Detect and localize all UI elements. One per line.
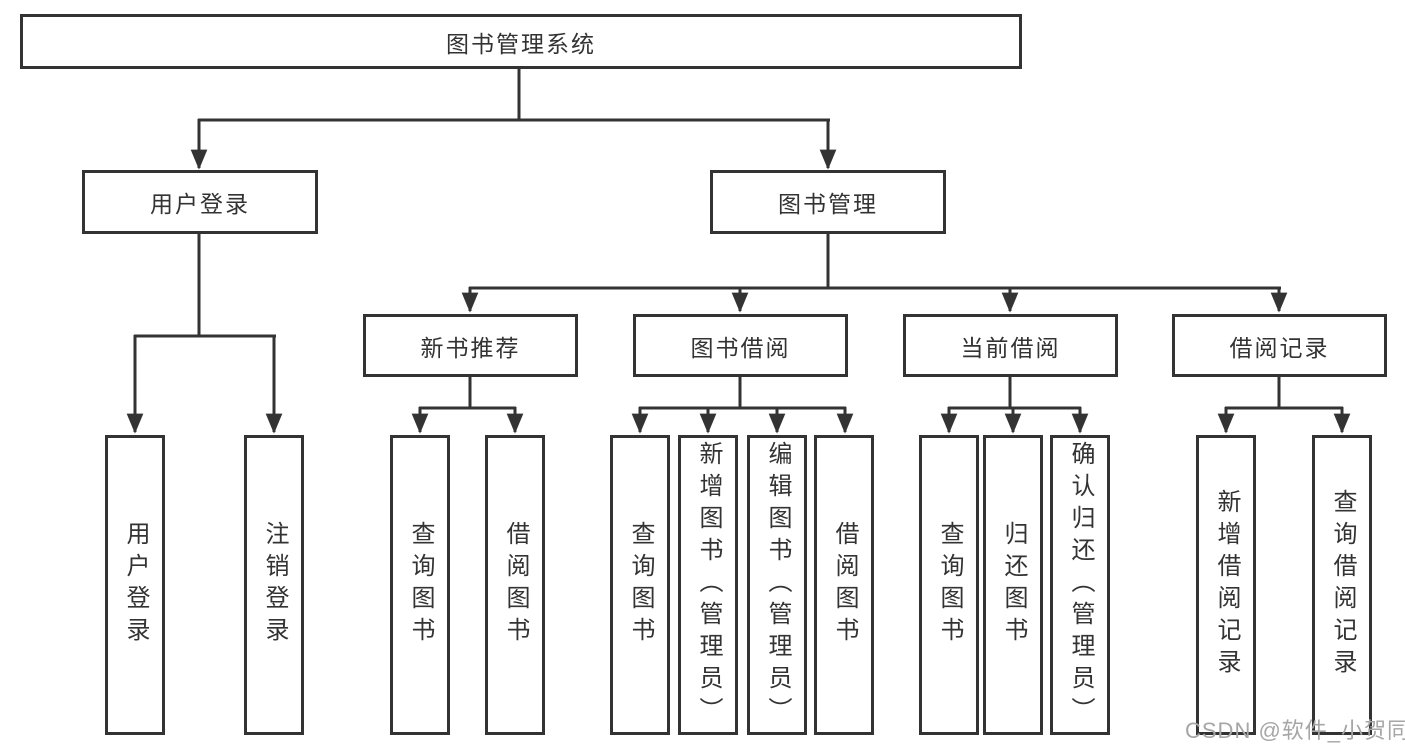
node-borrow-records: 借阅记录 [1172,314,1387,377]
node-book-borrow-label: 图书借阅 [690,334,791,361]
node-root-label: 图书管理系统 [446,30,596,57]
node-root: 图书管理系统 [20,14,1022,69]
leaf-query-books-borrow-label: 查询图书 [627,521,654,649]
node-book-management-label: 图书管理 [778,191,878,217]
leaf-return-book-label: 归还图书 [1000,521,1027,649]
leaf-edit-book-admin-label: 编辑图书（管理员） [764,441,791,729]
leaf-user-login: 用户登录 [105,435,165,735]
leaf-add-borrow-record-label: 新增借阅记录 [1213,489,1240,681]
leaf-edit-book-admin: 编辑图书（管理员） [747,435,807,735]
leaf-query-books-current-label: 查询图书 [936,521,963,649]
leaf-user-login-label: 用户登录 [122,521,149,649]
node-borrow-records-label: 借阅记录 [1229,334,1330,361]
leaf-query-borrow-record: 查询借阅记录 [1312,435,1372,735]
node-book-borrow: 图书借阅 [633,314,848,377]
leaf-confirm-return-admin: 确认归还（管理员） [1050,435,1110,735]
node-current-borrow: 当前借阅 [903,314,1118,377]
node-new-book-recommend: 新书推荐 [363,314,578,377]
node-current-borrow-label: 当前借阅 [960,334,1061,361]
leaf-add-book-admin: 新增图书（管理员） [678,435,738,735]
leaf-query-books-current: 查询图书 [919,435,979,735]
leaf-query-books-recommend-label: 查询图书 [407,521,434,649]
leaf-borrow-books-recommend-label: 借阅图书 [502,521,529,649]
node-user-login-label: 用户登录 [150,191,250,217]
leaf-logout: 注销登录 [244,435,304,735]
leaf-add-book-admin-label: 新增图书（管理员） [695,441,722,729]
leaf-query-books-borrow: 查询图书 [610,435,670,735]
node-user-login: 用户登录 [82,170,318,234]
leaf-borrow-books: 借阅图书 [814,435,874,735]
leaf-add-borrow-record: 新增借阅记录 [1196,435,1256,735]
leaf-borrow-books-label: 借阅图书 [831,521,858,649]
leaf-logout-label: 注销登录 [261,521,288,649]
leaf-borrow-books-recommend: 借阅图书 [485,435,545,735]
csdn-watermark: CSDN @软件_小贺同学 [1185,718,1405,743]
node-new-book-recommend-label: 新书推荐 [420,334,521,361]
node-book-management: 图书管理 [710,170,946,234]
leaf-confirm-return-admin-label: 确认归还（管理员） [1067,441,1094,729]
leaf-query-borrow-record-label: 查询借阅记录 [1329,489,1356,681]
leaf-query-books-recommend: 查询图书 [390,435,450,735]
leaf-return-book: 归还图书 [983,435,1043,735]
